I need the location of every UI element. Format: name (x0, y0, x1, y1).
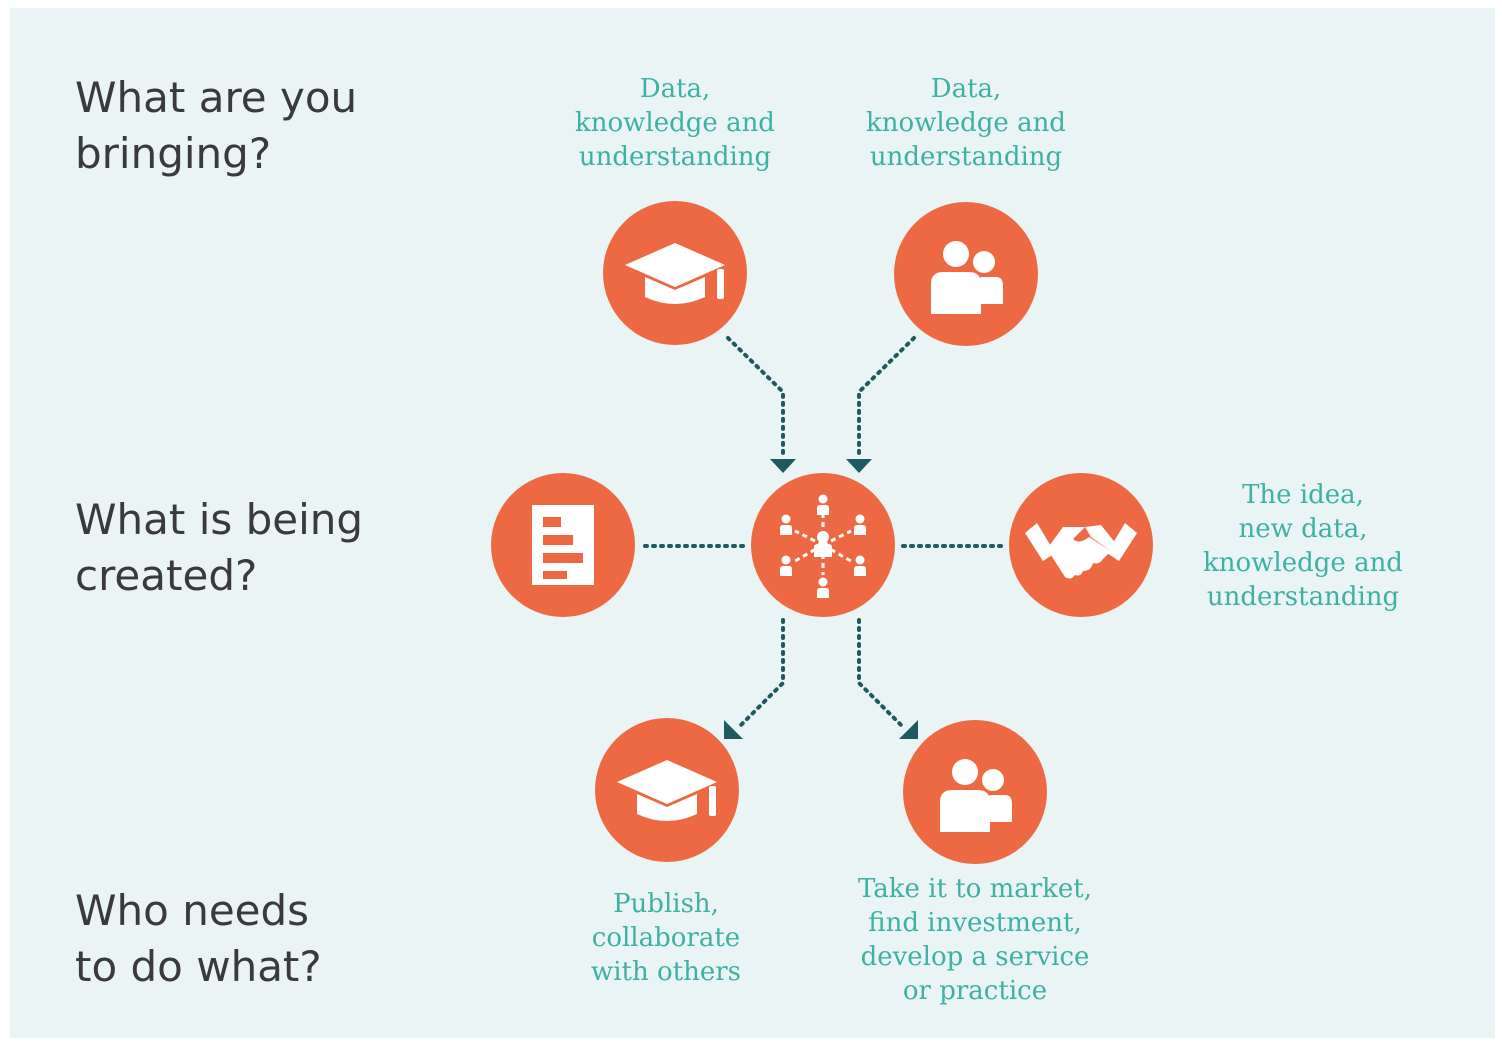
caption-bottom-left: Publish, collaborate with others (590, 889, 742, 987)
caption-bottom-right: Take it to market, find investment, deve… (857, 874, 1093, 1006)
arrowhead-bottom-right (899, 720, 918, 739)
caption-right: The idea, new data, knowledge and unders… (1203, 480, 1403, 612)
node-top-left (603, 201, 747, 345)
document-icon (532, 505, 594, 585)
graduation-cap-icon (617, 760, 717, 821)
node-left (491, 473, 635, 617)
arrowhead-bottom-left (724, 720, 743, 739)
arrowhead-top-right (846, 459, 872, 473)
node-center (751, 473, 895, 617)
connector-bottom-left (736, 618, 785, 730)
infographic-panel (10, 8, 1495, 1038)
connectors (643, 336, 1007, 730)
people-icon (940, 759, 1012, 832)
question-bringing: What are you bringing? (75, 73, 358, 178)
question-who: Who needs to do what? (75, 886, 322, 991)
question-created: What is being created? (75, 495, 364, 600)
arrowheads (724, 459, 918, 739)
connector-top-left (726, 336, 785, 458)
node-top-right (894, 202, 1038, 346)
people-icon (931, 241, 1003, 314)
node-bottom-left (595, 718, 739, 862)
node-bottom-right (903, 720, 1047, 864)
connector-bottom-right (857, 618, 906, 730)
handshake-icon (1025, 523, 1137, 579)
caption-top-right: Data, knowledge and understanding (866, 74, 1066, 172)
connector-top-right (857, 336, 916, 458)
caption-top-left: Data, knowledge and understanding (575, 74, 775, 172)
arrowhead-top-left (770, 459, 796, 473)
network-icon (780, 494, 866, 598)
graduation-cap-icon (625, 243, 725, 304)
node-right (1009, 473, 1153, 617)
